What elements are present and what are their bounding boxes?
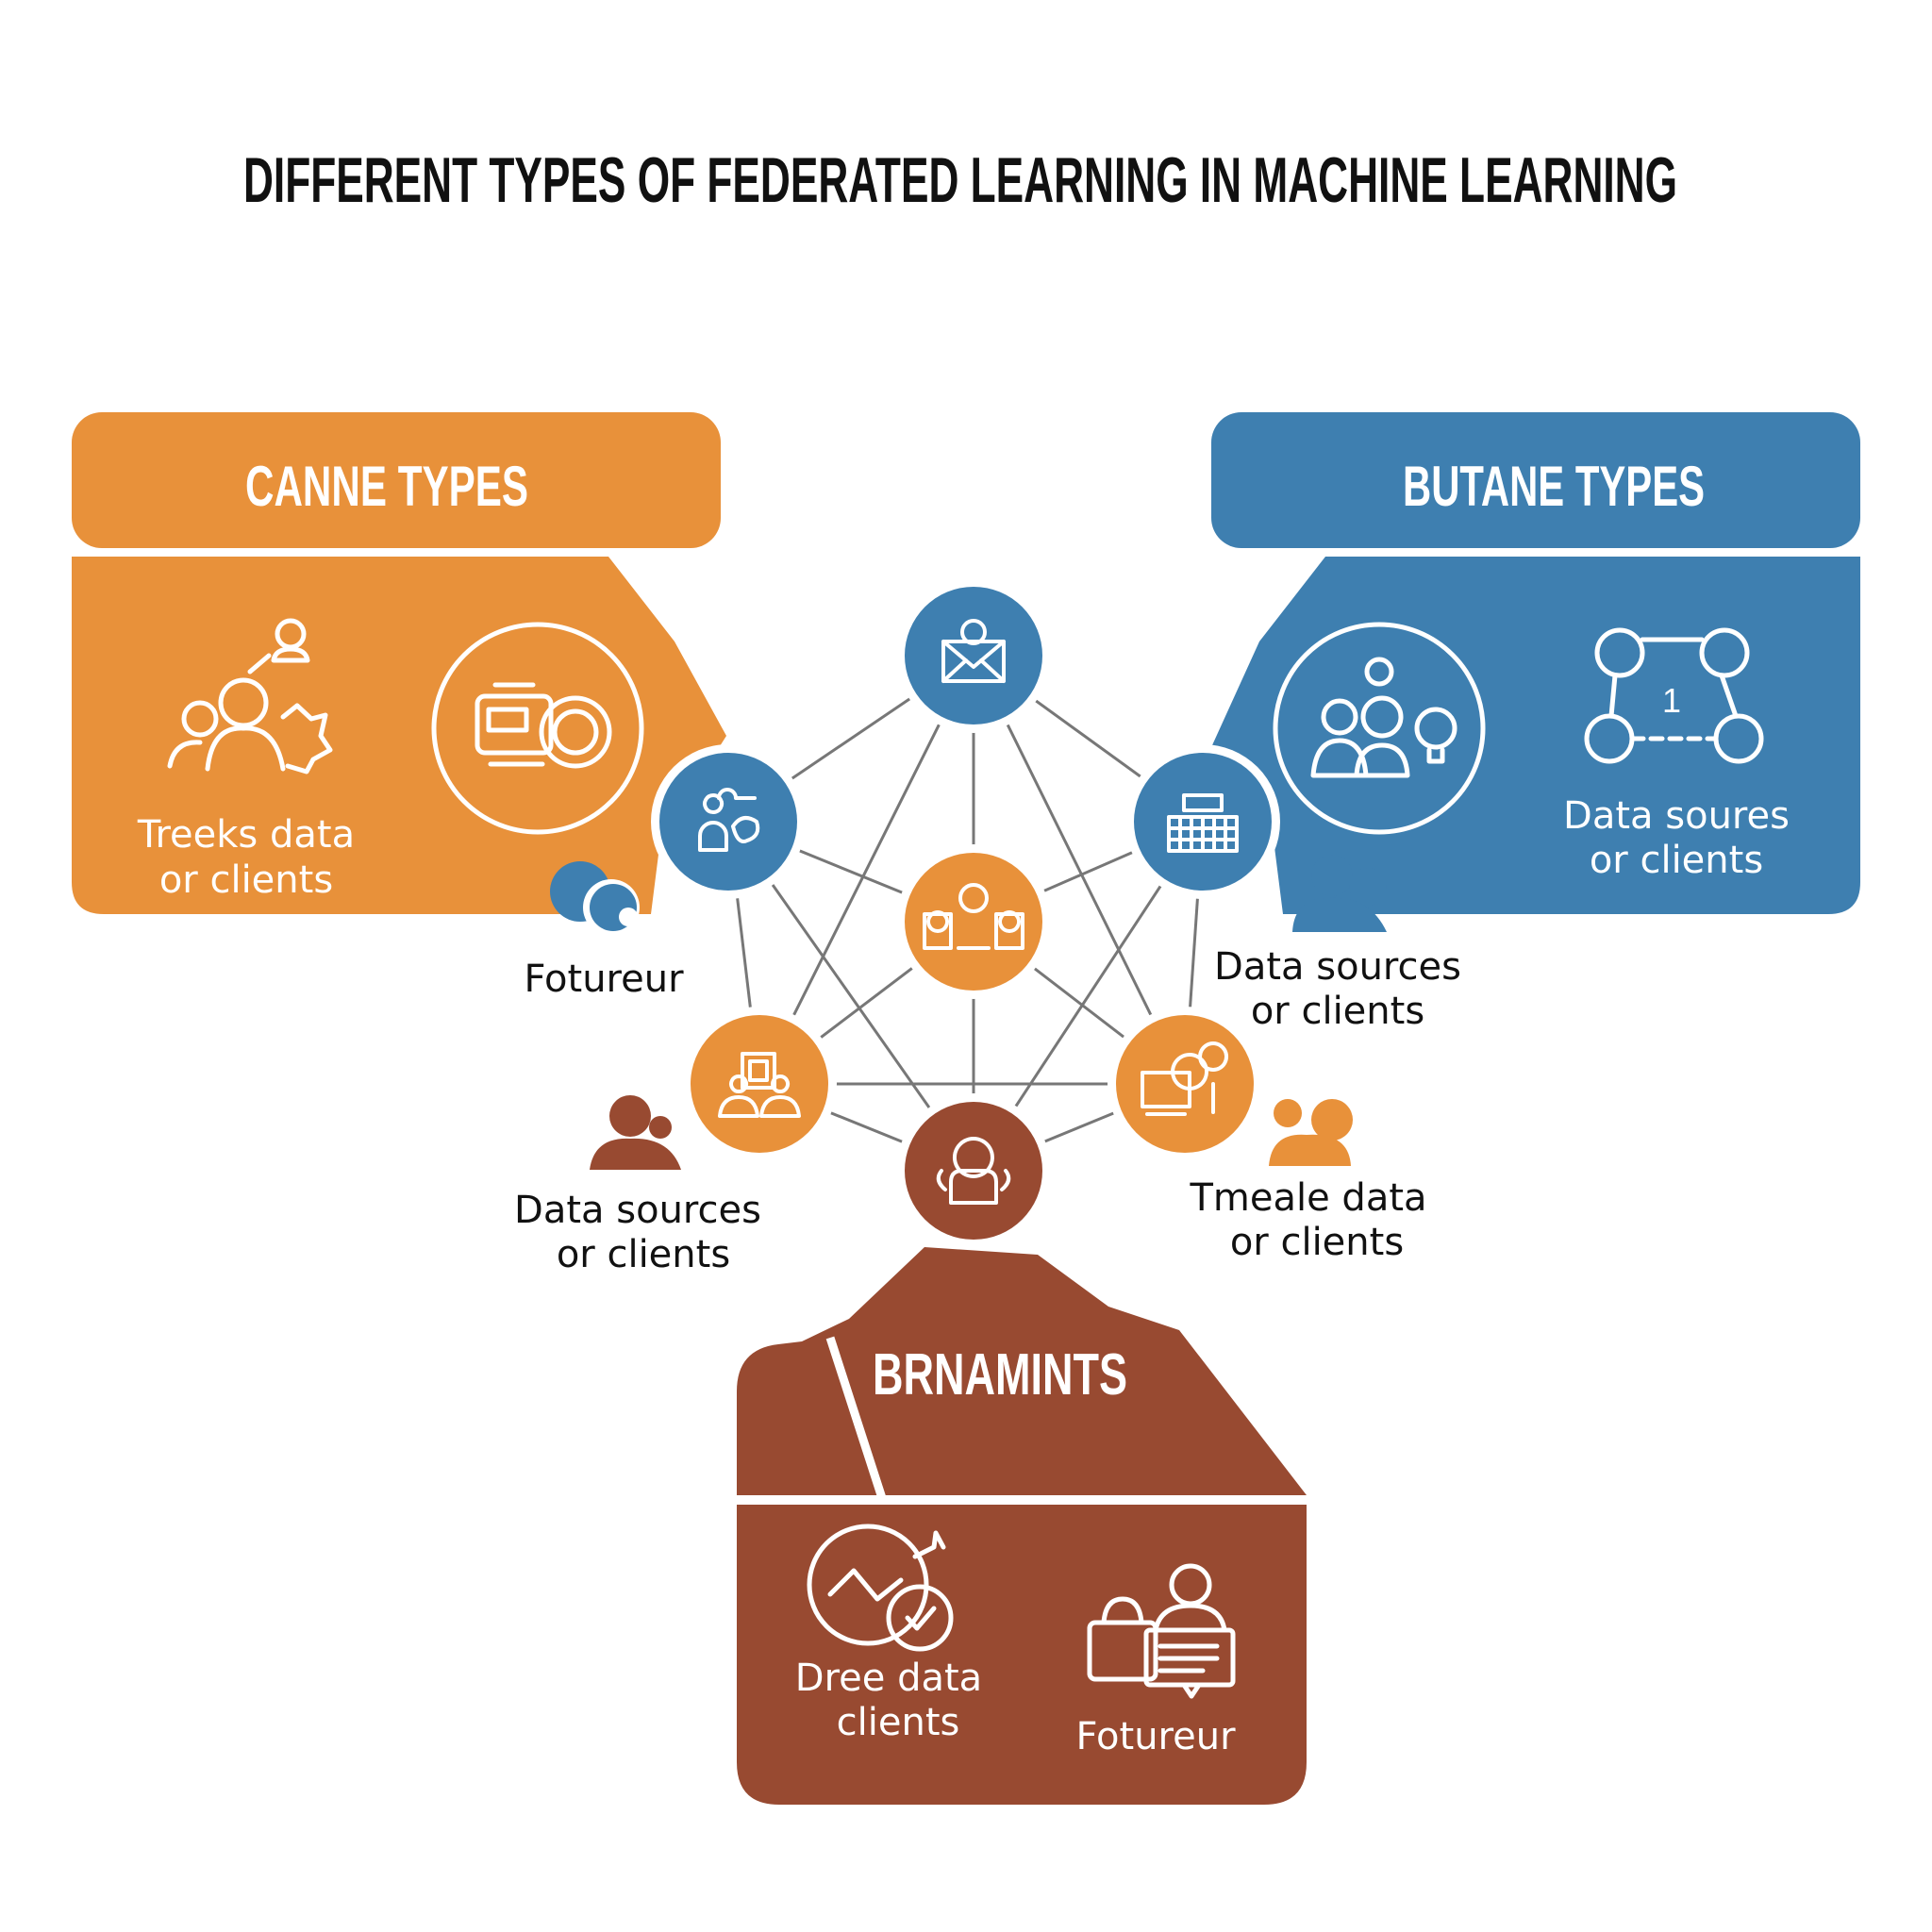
users-brown-icon — [590, 1095, 681, 1170]
label-right-lower-1: Tmeale data — [1189, 1176, 1426, 1220]
network-graph-icon: 1 — [1584, 627, 1764, 764]
page-title: DIFFERENT TYPES OF FEDERATED LEARNING IN… — [243, 144, 1677, 216]
node-circle — [905, 853, 1042, 991]
panel-left-body — [72, 557, 726, 914]
panel-bottom-divider — [825, 1336, 887, 1500]
users-monitor-icon — [718, 1052, 801, 1118]
label-right-upper-2: or clients — [1251, 990, 1424, 1033]
panel-right: BUTANE TYPES 1 Data soures or clients — [1211, 412, 1860, 914]
keyboard-icon — [1167, 793, 1239, 853]
label-right-upper-1: Data sources — [1214, 945, 1461, 989]
device-idea-icon — [1141, 1041, 1229, 1116]
node-upper-left — [651, 744, 806, 899]
panel-left-heading: CANNE TYPES — [245, 455, 528, 518]
users-orange-icon — [1269, 1099, 1353, 1166]
person-icon — [936, 1137, 1011, 1205]
node-circle — [905, 587, 1042, 724]
label-left-lower-2: or clients — [557, 1233, 730, 1276]
node-top — [896, 578, 1051, 733]
panel-left-caption-2: or clients — [159, 858, 333, 902]
network-nodes — [651, 578, 1280, 1248]
node-circle — [1116, 1015, 1254, 1153]
node-circle — [659, 753, 797, 891]
analytics-check-icon — [807, 1524, 954, 1652]
label-fotureur: Fotureur — [524, 958, 684, 1001]
team-idea-icon-ring — [1273, 622, 1486, 835]
panel-bottom-item-1-caption-1: Dree data — [795, 1657, 982, 1700]
camera-device-icon-ring — [431, 622, 644, 835]
server-exchange-icon — [923, 883, 1024, 950]
panel-right-body — [1212, 557, 1860, 914]
edge-top-lower-right — [972, 655, 1187, 1085]
node-bottom — [896, 1093, 1051, 1248]
node-lower-left — [682, 1007, 837, 1161]
users-world-icon — [698, 788, 760, 852]
users-blue-right-icon — [1292, 855, 1387, 932]
mail-icon — [941, 619, 1006, 683]
user-document-icon — [1087, 1563, 1236, 1699]
panel-bottom: BRNAMINTS Dree data clients Fotureur — [737, 1247, 1307, 1805]
panel-right-header — [1211, 412, 1860, 548]
panel-right-caption-1: Data soures — [1563, 794, 1790, 838]
node-lower-right — [1108, 1007, 1262, 1161]
panel-bottom-body — [737, 1505, 1307, 1805]
panel-bottom-item-1-caption-2: clients — [837, 1701, 960, 1744]
panel-left: CANNE TYPES Treeks data or clients — [72, 412, 726, 914]
users-blue-left-icon — [550, 861, 640, 936]
panel-left-caption-1: Treeks data — [137, 813, 355, 857]
label-right-lower-2: or clients — [1230, 1221, 1404, 1264]
people-group-icon — [167, 618, 333, 774]
panel-bottom-header — [737, 1247, 1307, 1495]
panel-left-header — [72, 412, 721, 548]
node-upper-right — [1125, 744, 1280, 899]
node-circle — [691, 1015, 828, 1153]
svg-text:1: 1 — [1662, 681, 1681, 720]
panel-right-heading: BUTANE TYPES — [1403, 455, 1705, 518]
camera-device-icon — [475, 682, 612, 769]
label-left-lower-1: Data sources — [514, 1189, 761, 1232]
team-idea-icon — [1310, 657, 1457, 778]
panel-right-caption-2: or clients — [1590, 839, 1763, 882]
panel-bottom-heading: BRNAMINTS — [873, 1342, 1127, 1407]
panel-bottom-item-2-caption: Fotureur — [1075, 1715, 1236, 1758]
edge-top-lower-left — [758, 655, 975, 1085]
node-center — [896, 844, 1051, 999]
